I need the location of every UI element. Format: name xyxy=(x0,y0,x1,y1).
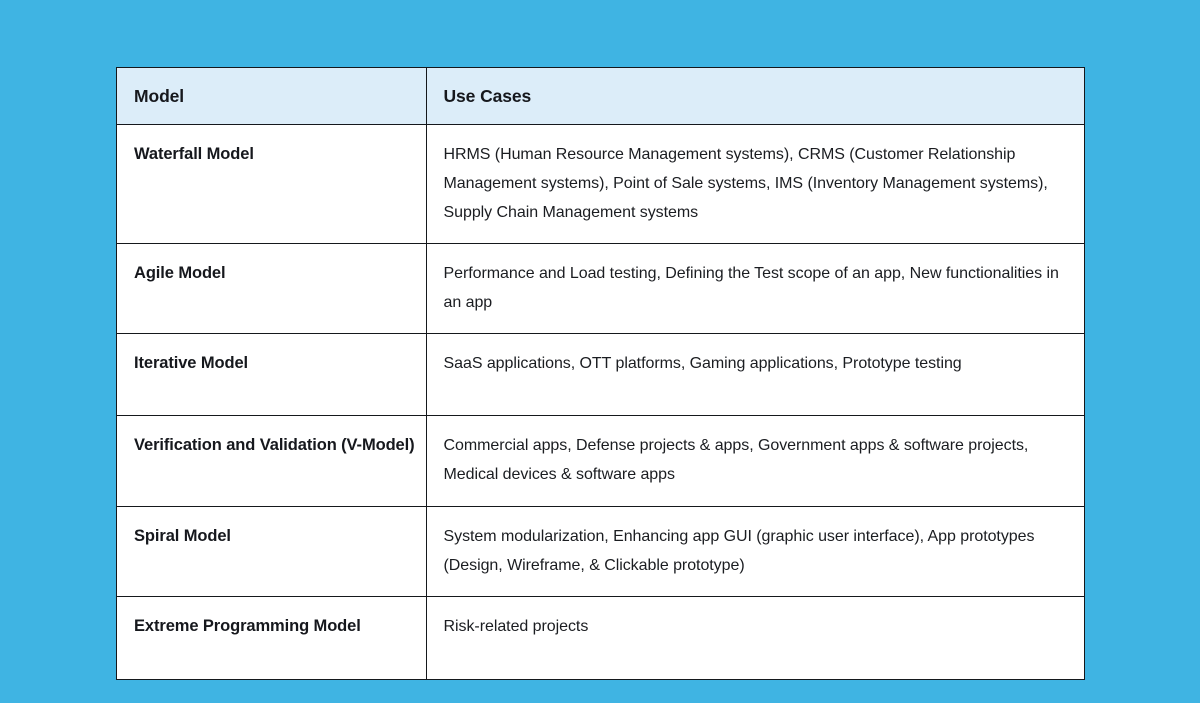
model-label: Iterative Model xyxy=(134,354,249,373)
model-label: Spiral Model xyxy=(134,526,231,545)
use-cases-text: SaaS applications, OTT platforms, Gaming… xyxy=(443,355,962,373)
table-header: Model Use Cases xyxy=(117,68,1084,125)
table-row: Verification and Validation (V-Model) Co… xyxy=(117,415,1084,507)
table-row: Spiral Model System modularization, Enha… xyxy=(117,506,1084,597)
model-label: Agile Model xyxy=(134,264,226,283)
table-row: Agile Model Performance and Load testing… xyxy=(117,243,1084,335)
model-label: Extreme Programming Model xyxy=(134,616,361,635)
cell-model-name: Verification and Validation (V-Model) xyxy=(117,415,427,507)
cell-model-name: Spiral Model xyxy=(117,506,427,597)
column-header-use-cases: Use Cases xyxy=(426,68,1084,125)
table-header-row: Model Use Cases xyxy=(117,68,1084,125)
cell-use-cases: System modularization, Enhancing app GUI… xyxy=(426,506,1084,597)
cell-model-name: Extreme Programming Model xyxy=(117,596,427,680)
cell-use-cases: SaaS applications, OTT platforms, Gaming… xyxy=(426,333,1084,417)
use-cases-text: Commercial apps, Defense projects & apps… xyxy=(443,437,1029,484)
cell-use-cases: Risk-related projects xyxy=(426,596,1084,679)
cell-model-name: Iterative Model xyxy=(117,333,427,417)
cell-use-cases: Performance and Load testing, Defining t… xyxy=(426,243,1084,335)
use-cases-text: Risk-related projects xyxy=(443,617,589,635)
models-table: Model Use Cases Waterfall Model HRMS (Hu… xyxy=(117,68,1084,680)
cell-use-cases: Commercial apps, Defense projects & apps… xyxy=(426,415,1084,507)
column-header-model: Model xyxy=(117,68,427,125)
model-label: Waterfall Model xyxy=(134,144,254,163)
use-cases-text: Performance and Load testing, Defining t… xyxy=(443,265,1059,312)
table-row: Iterative Model SaaS applications, OTT p… xyxy=(117,333,1084,417)
use-cases-text: System modularization, Enhancing app GUI… xyxy=(443,527,1035,574)
table-row: Extreme Programming Model Risk-related p… xyxy=(117,596,1084,680)
cell-model-name: Agile Model xyxy=(117,243,427,335)
use-cases-text: HRMS (Human Resource Management systems)… xyxy=(443,145,1048,221)
cell-model-name: Waterfall Model xyxy=(117,124,427,245)
cell-use-cases: HRMS (Human Resource Management systems)… xyxy=(426,124,1084,245)
models-table-container: Model Use Cases Waterfall Model HRMS (Hu… xyxy=(116,67,1085,681)
table-body: Waterfall Model HRMS (Human Resource Man… xyxy=(117,124,1084,680)
model-label: Verification and Validation (V-Model) xyxy=(134,436,415,455)
table-row: Waterfall Model HRMS (Human Resource Man… xyxy=(117,124,1084,245)
